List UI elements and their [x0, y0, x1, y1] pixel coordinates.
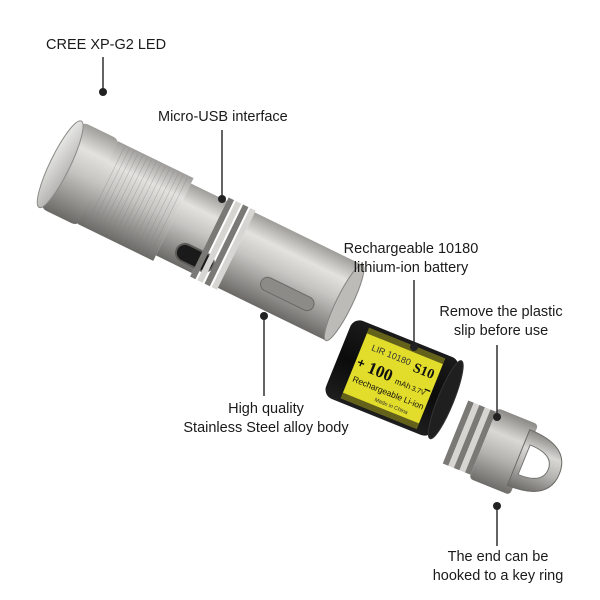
head-bezel [41, 123, 119, 224]
flashlight-body [36, 120, 365, 342]
callout-keyring-line2: hooked to a key ring [432, 568, 564, 584]
body-slot [260, 276, 315, 312]
callout-lines [99, 57, 501, 546]
callout-body-line1: High quality [228, 401, 304, 417]
body-threads [190, 197, 256, 290]
callout-led: CREE XP-G2 LED [46, 36, 166, 55]
head-grip-knurl [82, 144, 191, 259]
callout-usb-text: Micro-USB interface [158, 109, 288, 125]
callout-battery: Rechargeable 10180 lithium-ion battery [336, 240, 486, 278]
body-tube-end [323, 264, 365, 342]
tail-threads [442, 400, 497, 475]
body-tube [217, 212, 363, 341]
tail-cap [442, 400, 563, 494]
callout-usb: Micro-USB interface [158, 108, 288, 127]
battery-end [427, 360, 464, 440]
callout-keyring: The end can be hooked to a key ring [420, 548, 576, 586]
callout-body: High quality Stainless Steel alloy body [168, 400, 364, 438]
callout-led-text: CREE XP-G2 LED [46, 37, 167, 53]
callout-plastic-line1: Remove the plastic [439, 304, 563, 320]
callout-battery-line1: Rechargeable 10180 [343, 241, 479, 257]
callout-battery-line2: lithium-ion battery [353, 260, 469, 276]
callout-body-line2: Stainless Steel alloy body [183, 420, 349, 436]
led-lens [36, 120, 84, 209]
battery-minus-sign: − [422, 382, 434, 398]
callout-plastic: Remove the plastic slip before use [426, 303, 576, 341]
callout-plastic-line2: slip before use [453, 323, 549, 339]
keyring-hole [517, 444, 550, 479]
callout-keyring-line1: The end can be [447, 549, 549, 565]
tail-cap-body [470, 409, 538, 494]
head-neck [155, 183, 227, 273]
battery-10180: LIR 10180 S10 + 100 mAh 3.7V − Rechargea… [325, 320, 464, 440]
